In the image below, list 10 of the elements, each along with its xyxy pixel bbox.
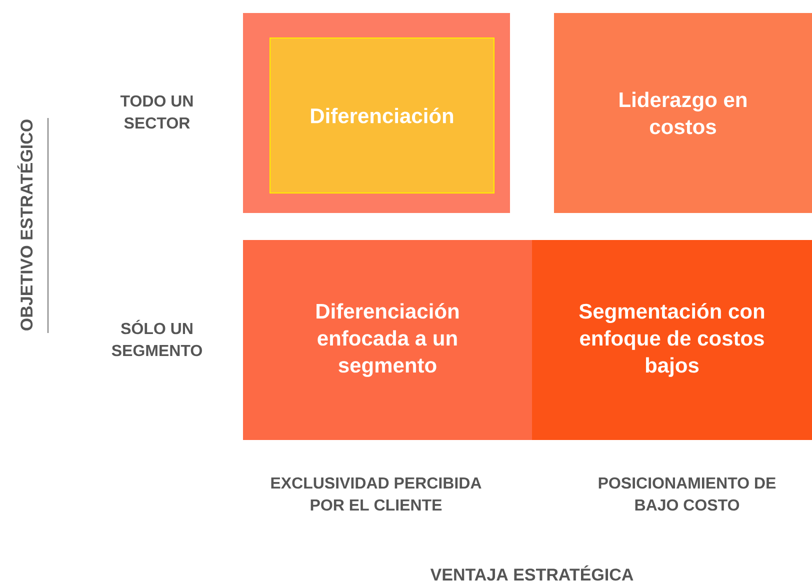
- row-label: SÓLO UN SEGMENTO: [112, 320, 202, 356]
- column-label: POSICIONAMIENTO DE BAJO COSTO: [598, 477, 776, 511]
- column-label: EXCLUSIVIDAD PERCIBIDA POR EL CLIENTE: [271, 477, 482, 511]
- axis-title: VENTAJA ESTRATÉGICA: [430, 565, 634, 581]
- row-label: TODO UN SECTOR: [120, 95, 193, 129]
- quadrant-box: Diferenciación enfocada a un segmento: [243, 240, 532, 440]
- axis-label: OBJETIVO ESTRATÉGICO: [17, 120, 33, 330]
- quadrant-box: Liderazgo en costos: [554, 13, 812, 213]
- quadrant-box: Segmentación con enfoque de costos bajos: [532, 240, 812, 440]
- quadrant-box: Diferenciación: [270, 38, 494, 194]
